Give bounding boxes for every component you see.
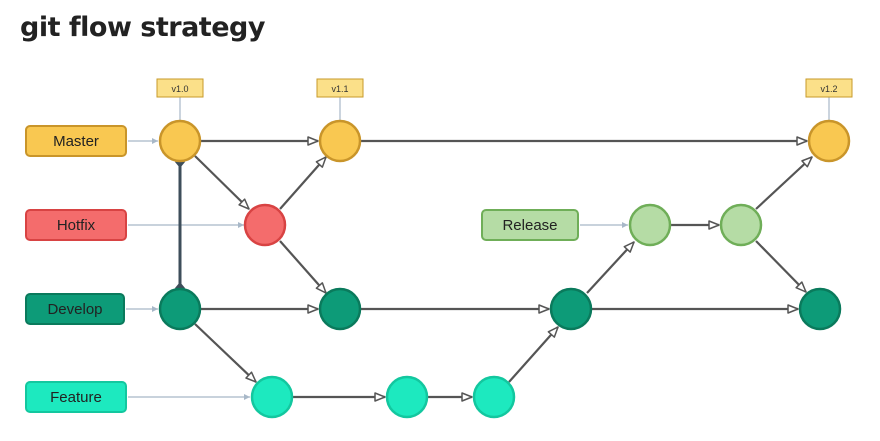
develop-commit	[798, 287, 842, 331]
branch-label-text: Master	[53, 133, 99, 150]
release-commit	[628, 203, 672, 247]
arrow-hotfix-to-develop	[279, 240, 327, 294]
master-commits	[158, 119, 851, 163]
master-commit	[158, 119, 202, 163]
tag-label: v1.1	[331, 84, 348, 94]
branch-label-master: Master	[25, 125, 127, 157]
branch-guides	[126, 138, 628, 400]
arrow-release-to-master	[755, 156, 813, 210]
master-commit	[807, 119, 851, 163]
feature-commit	[385, 375, 429, 419]
arrow-develop-to-feature	[194, 323, 257, 383]
feature-commits	[250, 375, 516, 419]
branch-label-hotfix: Hotfix	[25, 209, 127, 241]
hotfix-commits	[243, 203, 287, 247]
branch-label-develop: Develop	[25, 293, 125, 325]
tag-v1-2: v1.2	[805, 78, 853, 98]
develop-commit	[158, 287, 202, 331]
release-commit	[719, 203, 763, 247]
tag-label: v1.0	[171, 84, 188, 94]
master-commit	[318, 119, 362, 163]
branch-label-feature: Feature	[25, 381, 127, 413]
branch-label-text: Develop	[47, 301, 102, 318]
arrow-release-to-develop	[755, 240, 807, 293]
develop-commit	[318, 287, 362, 331]
develop-commits	[158, 287, 842, 331]
arrow-master-to-hotfix	[194, 155, 250, 210]
tag-label: v1.2	[820, 84, 837, 94]
arrow-feature-to-develop	[508, 326, 559, 383]
release-commits	[628, 203, 763, 247]
arrow-develop-to-release	[586, 241, 635, 294]
branch-label-text: Release	[502, 217, 557, 234]
hotfix-commit	[243, 203, 287, 247]
feature-commit	[250, 375, 294, 419]
page-title: git flow strategy	[20, 12, 265, 43]
tag-v1-0: v1.0	[156, 78, 204, 98]
tag-v1-1: v1.1	[316, 78, 364, 98]
branch-label-release: Release	[481, 209, 579, 241]
feature-commit	[472, 375, 516, 419]
tag-connectors	[179, 97, 830, 120]
branch-label-text: Feature	[50, 389, 102, 406]
arrow-hotfix-to-master	[279, 156, 327, 210]
commit-arrows	[194, 136, 813, 402]
develop-commit	[549, 287, 593, 331]
branch-label-text: Hotfix	[57, 217, 96, 234]
